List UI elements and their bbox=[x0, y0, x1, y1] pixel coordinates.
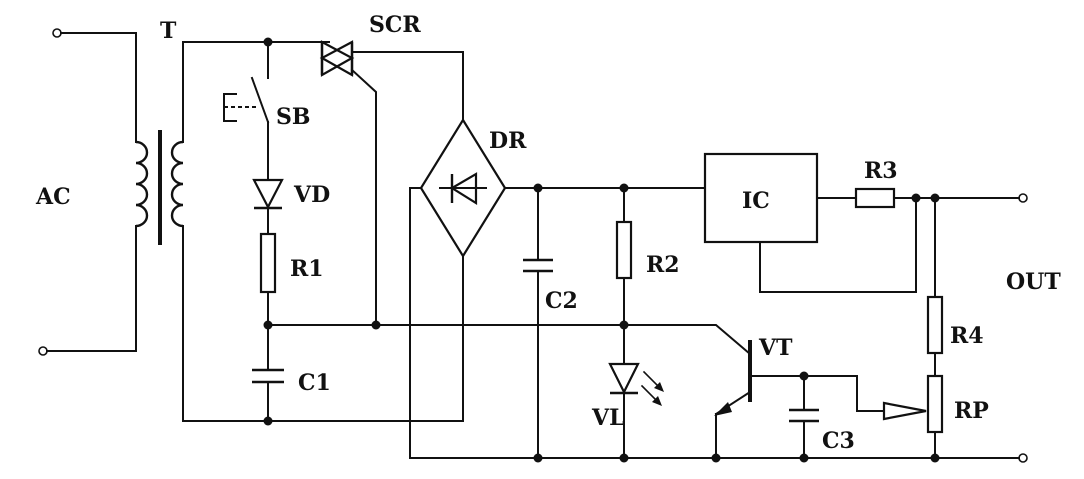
vd-triangle bbox=[252, 178, 284, 210]
ac-wire-top bbox=[60, 32, 137, 143]
junction-dot bbox=[263, 37, 273, 47]
r4-label: R4 bbox=[950, 323, 984, 349]
sb-label: SB bbox=[276, 104, 310, 130]
junction-dot bbox=[711, 453, 721, 463]
ac-label: AC bbox=[35, 184, 71, 210]
junction-dot bbox=[619, 320, 629, 330]
junction-dot bbox=[799, 371, 809, 381]
vl-triangle bbox=[608, 362, 640, 395]
control-line bbox=[267, 324, 752, 356]
r3-body bbox=[854, 187, 896, 209]
bridge-rectifier-dr bbox=[409, 117, 507, 459]
scr-label: SCR bbox=[369, 12, 421, 38]
junction-dot bbox=[619, 453, 629, 463]
vl-light-arrowhead bbox=[652, 396, 662, 406]
pushbutton-sb bbox=[223, 41, 270, 179]
vl-label: VL bbox=[591, 405, 625, 431]
out-terminal-top bbox=[1018, 193, 1028, 203]
potentiometer-rp bbox=[882, 374, 944, 459]
rp-label: RP bbox=[954, 398, 989, 424]
transformer-secondary-bottom-wire bbox=[182, 225, 464, 422]
transistor-vt bbox=[714, 340, 805, 459]
capacitor-c3 bbox=[789, 375, 885, 459]
ac-terminal-bottom bbox=[38, 346, 48, 356]
vd-label: VD bbox=[293, 182, 330, 208]
ic-regulator bbox=[703, 152, 917, 293]
vt-emitter-arrow bbox=[714, 402, 732, 416]
r3-label: R3 bbox=[864, 158, 898, 184]
transformer-t bbox=[135, 41, 464, 422]
rp-wiper-arrow bbox=[882, 401, 927, 421]
junction-dot bbox=[799, 453, 809, 463]
resistor-r1 bbox=[259, 232, 277, 371]
transformer-label: T bbox=[160, 18, 177, 44]
r1-label: R1 bbox=[290, 256, 324, 282]
out-terminal-bottom bbox=[1018, 453, 1028, 463]
c3-to-rp-wire bbox=[803, 375, 885, 412]
sb-contact-blade bbox=[250, 76, 270, 124]
r4-body bbox=[926, 295, 944, 355]
ac-terminal-top bbox=[52, 28, 62, 38]
r2-body bbox=[615, 220, 633, 280]
junction-dot bbox=[533, 453, 543, 463]
scr-triangle-lower bbox=[319, 40, 354, 77]
transformer-primary-coil bbox=[135, 140, 149, 228]
c3-label: C3 bbox=[822, 428, 855, 454]
r1-body bbox=[259, 232, 277, 294]
c1-label: C1 bbox=[298, 370, 331, 396]
junction-dot bbox=[263, 416, 273, 426]
vl-light-arrowhead bbox=[654, 382, 664, 392]
junction-dot bbox=[930, 453, 940, 463]
ac-input bbox=[38, 28, 137, 356]
dr-label: DR bbox=[489, 128, 527, 154]
resistor-r2 bbox=[615, 187, 633, 363]
diode-vd bbox=[252, 178, 284, 235]
vt-label: VT bbox=[758, 335, 793, 361]
scr-gate-wire bbox=[350, 68, 377, 326]
transformer-secondary-top-wire bbox=[182, 41, 330, 143]
junction-dot bbox=[911, 193, 921, 203]
r2-label: R2 bbox=[646, 252, 680, 278]
out-label: OUT bbox=[1006, 269, 1061, 295]
ic-label: IC bbox=[742, 188, 770, 214]
ic-ground-feedback bbox=[759, 197, 917, 293]
led-vl bbox=[608, 362, 664, 459]
capacitor-c1 bbox=[252, 368, 284, 422]
c2-label: C2 bbox=[545, 288, 578, 314]
scr-triangle-upper bbox=[320, 40, 355, 77]
dr-left-wire bbox=[409, 187, 422, 459]
transformer-secondary-coil bbox=[170, 140, 184, 228]
ac-wire-bottom bbox=[46, 227, 137, 352]
resistor-r4 bbox=[926, 197, 944, 377]
capacitor-c2 bbox=[523, 187, 553, 459]
scr-thyristor bbox=[319, 40, 464, 326]
scr-anode-wire bbox=[351, 51, 464, 121]
rp-body bbox=[926, 374, 944, 434]
